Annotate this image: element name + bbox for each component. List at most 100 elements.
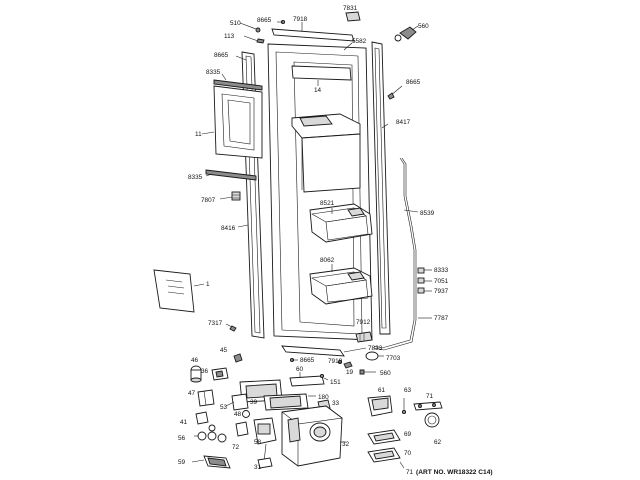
- art-number: (ART NO. WR18322 C14): [416, 469, 493, 476]
- screws-top-left: [239, 19, 286, 44]
- door-panel-11: [201, 85, 263, 159]
- callout-47: 47: [188, 390, 196, 397]
- callout-19: 19: [346, 369, 354, 376]
- part-72: [235, 421, 249, 437]
- manual-1: [153, 269, 205, 313]
- callout-180: 180: [318, 394, 329, 401]
- callout-71: 71: [406, 469, 414, 476]
- screw-7317: [225, 323, 237, 332]
- callout-11: 11: [195, 131, 202, 138]
- callout-7807: 7807: [201, 197, 216, 204]
- callout-7831: 7831: [343, 5, 358, 12]
- callout-8539: 8539: [420, 210, 435, 217]
- callout-32: 32: [342, 441, 350, 448]
- callout-36: 36: [201, 368, 209, 375]
- callout-7919: 7919: [328, 358, 343, 365]
- callout-59: 59: [178, 459, 186, 466]
- callout-8417: 8417: [396, 119, 411, 126]
- top-cap-7918: [271, 22, 355, 42]
- callout-41: 41: [180, 419, 188, 426]
- callout-7937: 7937: [434, 288, 449, 295]
- callout-7317: 7317: [208, 320, 223, 327]
- callout-33: 33: [332, 400, 340, 407]
- part-560-top: [394, 25, 419, 42]
- callout-58: 58: [254, 439, 262, 446]
- callout-14: 14: [314, 87, 322, 94]
- bracket-53: [225, 393, 249, 411]
- bracket-71: [413, 401, 443, 411]
- handle-14: [291, 65, 352, 86]
- callout-60: 60: [296, 366, 304, 373]
- tray-70: [367, 447, 405, 469]
- callout-5582: 5582: [352, 38, 367, 45]
- chute-61: [367, 395, 393, 417]
- callout-63: 63: [404, 387, 412, 394]
- part-7912: [355, 331, 373, 343]
- dispenser-housing: [291, 113, 361, 193]
- callout-7703: 7703: [386, 355, 401, 362]
- bar-7833: [281, 345, 367, 357]
- callout-8333: 8333: [434, 267, 449, 274]
- part-47: [197, 389, 215, 407]
- part-48: [242, 410, 250, 418]
- ring-62: [424, 412, 440, 428]
- callout-72: 72: [232, 444, 240, 451]
- callout-69: 69: [404, 431, 412, 438]
- callout-8416: 8416: [221, 225, 236, 232]
- part-36: [211, 367, 229, 381]
- callout-8665: 8665: [406, 79, 421, 86]
- callout-48: 48: [234, 411, 242, 418]
- callout-8335: 8335: [206, 69, 221, 76]
- strip-8335-top: [213, 73, 263, 91]
- knobs-56: [194, 424, 227, 443]
- callout-56: 56: [178, 435, 186, 442]
- callout-8521: 8521: [320, 200, 335, 207]
- callout-39: 39: [250, 399, 258, 406]
- callout-510: 510: [230, 20, 241, 27]
- part-63: [401, 398, 407, 415]
- part-7807: [219, 191, 241, 201]
- door-bin-8062: [309, 264, 373, 305]
- crusher-housing-32: [281, 405, 346, 467]
- paddle-59: [191, 455, 231, 469]
- callout-62: 62: [434, 439, 442, 446]
- callout-8665: 8665: [214, 52, 229, 59]
- callout-8665: 8665: [300, 357, 315, 364]
- solenoid-58: [253, 417, 277, 469]
- callout-1: 1: [206, 281, 210, 288]
- tray-69: [367, 429, 401, 445]
- callout-113: 113: [224, 33, 235, 40]
- screw-560-lower: [359, 369, 376, 375]
- callout-7051: 7051: [434, 278, 449, 285]
- screw-151: [319, 373, 329, 381]
- screws-8665-7919: [289, 357, 343, 365]
- callout-71: 71: [426, 393, 434, 400]
- callout-7918: 7918: [293, 16, 308, 23]
- connectors-8333-7051-7937: [417, 267, 432, 294]
- part-41: [195, 411, 209, 425]
- callout-8665: 8665: [257, 17, 272, 24]
- part-19: [343, 361, 353, 369]
- callout-560: 560: [380, 370, 391, 377]
- part-7703: [365, 351, 384, 361]
- callout-7833: 7833: [368, 345, 383, 352]
- callout-53: 53: [220, 404, 228, 411]
- wire-harness-8539: [373, 157, 432, 351]
- door-frame-right-8417: [371, 41, 403, 335]
- callout-151: 151: [330, 379, 341, 386]
- callout-70: 70: [404, 450, 412, 457]
- callout-31: 31: [254, 464, 262, 471]
- callout-45: 45: [220, 347, 228, 354]
- strip-8335-bottom: [205, 169, 257, 181]
- callout-560: 560: [418, 23, 429, 30]
- callout-8062: 8062: [320, 257, 335, 264]
- callout-7912: 7912: [356, 319, 371, 326]
- callout-labels: 510 8665 7918 7831 560 113 5582 8665 833…: [178, 5, 493, 476]
- callout-7787: 7787: [434, 315, 449, 322]
- callout-46: 46: [191, 357, 199, 364]
- part-45: [233, 353, 243, 363]
- callout-61: 61: [378, 387, 386, 394]
- door-bin-8521: [309, 203, 373, 243]
- part-46: [190, 365, 202, 383]
